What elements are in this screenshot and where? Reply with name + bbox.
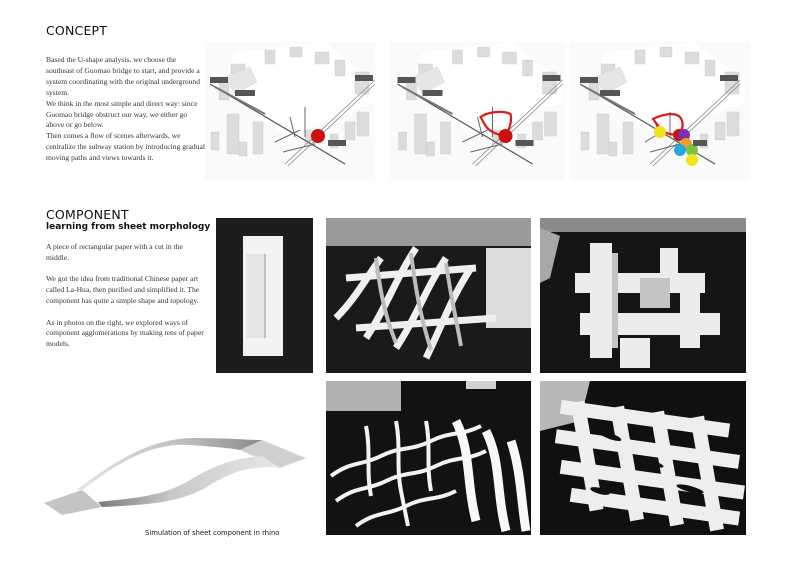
station-marker-icon xyxy=(498,129,513,143)
concept-paragraph-3: Then comes a flow of scenes afterwards, … xyxy=(46,131,205,163)
loop-path-icon xyxy=(479,110,513,138)
paper-strip-image xyxy=(216,218,313,373)
paper-model-1-image xyxy=(326,218,531,373)
paper-model-2-image xyxy=(540,218,746,373)
concept-description: Based the U-shape analysis, we choose th… xyxy=(46,55,206,164)
axonometric-map-3 xyxy=(575,42,745,180)
component-paragraph-1: A piece of rectangular paper with a cut … xyxy=(46,242,183,262)
concept-paragraph-2: We think in the most simple and direct w… xyxy=(46,98,198,130)
photo-paper-model-2 xyxy=(540,218,746,373)
concept-heading: CONCEPT xyxy=(46,23,108,38)
scene-point-purple-icon xyxy=(678,129,690,141)
photo-paper-strip-with-cut xyxy=(216,218,313,373)
map-step-3-scene-points xyxy=(570,42,750,180)
photo-paper-model-3 xyxy=(326,381,531,535)
map-step-2-loop-path xyxy=(390,42,565,180)
scene-point-green-icon xyxy=(686,144,698,156)
component-description: A piece of rectangular paper with a cut … xyxy=(46,242,206,350)
scene-point-yellow-2-icon xyxy=(686,154,698,166)
axonometric-map-1 xyxy=(205,42,375,180)
concept-paragraph-1: Based the U-shape analysis, we choose th… xyxy=(46,55,201,97)
photo-paper-model-1 xyxy=(326,218,531,373)
scene-point-blue-icon xyxy=(674,144,686,156)
station-marker-icon xyxy=(311,129,325,143)
rhino-simulation-caption: Simulation of sheet component in rhino xyxy=(145,529,280,537)
photo-paper-model-4 xyxy=(540,381,746,535)
paper-model-3-image xyxy=(326,381,531,535)
component-paragraph-3: As in photos on the right, we explored w… xyxy=(46,317,204,349)
paper-model-4-image xyxy=(540,381,746,535)
component-heading: COMPONENT xyxy=(46,207,129,222)
axonometric-map-2 xyxy=(392,42,563,180)
twisted-sheet-component-image xyxy=(44,438,306,515)
scene-point-yellow-icon xyxy=(654,126,666,138)
component-paragraph-2: We got the idea from traditional Chinese… xyxy=(46,274,200,306)
rhino-sheet-simulation-render xyxy=(40,410,310,515)
component-subheading: learning from sheet morphology xyxy=(46,222,211,232)
map-step-1-station-point xyxy=(205,42,375,180)
